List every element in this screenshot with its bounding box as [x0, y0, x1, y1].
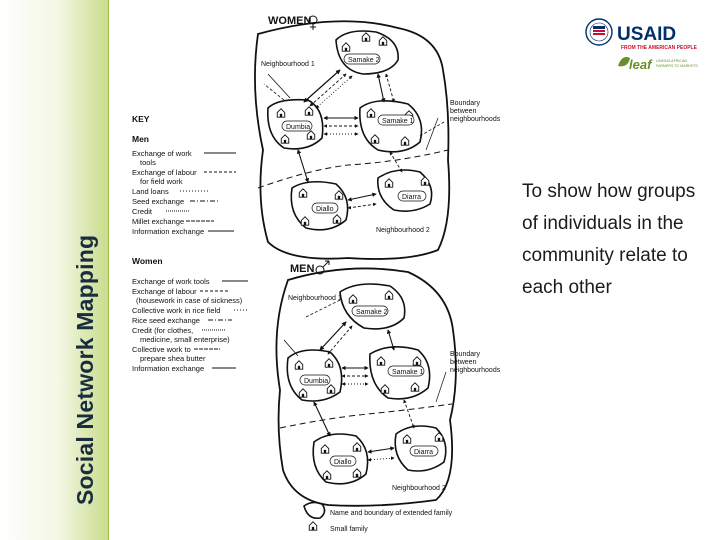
svg-text:Diarra: Diarra: [402, 194, 421, 201]
svg-text:(housework in case of sickness: (housework in case of sickness): [136, 296, 243, 305]
svg-text:Boundary: Boundary: [450, 100, 480, 107]
svg-text:Collective work in rice field: Collective work in rice field: [132, 306, 220, 315]
svg-text:medicine, small enterprise): medicine, small enterprise): [140, 335, 230, 344]
family-samake-1: [359, 100, 423, 153]
svg-text:Small family: Small family: [330, 526, 368, 533]
women-neighbourhood-boundary: [257, 149, 449, 189]
svg-text:Women: Women: [132, 256, 163, 266]
women-network-map: WOMEN Samake 2 Dumbia Samake 1 Diarra Di…: [254, 15, 501, 260]
svg-text:Neighbourhood 1: Neighbourhood 1: [261, 61, 315, 68]
svg-text:Credit (for clothes,: Credit (for clothes,: [132, 326, 193, 335]
svg-text:Name and boundary of extended: Name and boundary of extended family: [330, 510, 453, 517]
women-outward-lines: [263, 73, 445, 137]
svg-text:prepare shea butter: prepare shea butter: [140, 354, 206, 363]
svg-text:Samake 1: Samake 1: [382, 118, 414, 125]
slide-description: To show how groups of individuals in the…: [522, 181, 696, 298]
men-neighbourhood-boundary: [279, 403, 453, 429]
women-title: WOMEN: [268, 15, 311, 27]
svg-text:Seed exchange: Seed exchange: [132, 197, 184, 206]
svg-text:Credit: Credit: [132, 207, 153, 216]
svg-text:Neighbourhood 2: Neighbourhood 2: [392, 485, 446, 492]
women-exchange-lines: [296, 69, 403, 210]
family-samake-2: [335, 30, 399, 75]
men-family-diallo: [312, 433, 369, 485]
leaf-logotype: leaf: [629, 57, 653, 72]
svg-text:Land loans: Land loans: [132, 187, 169, 196]
svg-text:neighbourhoods: neighbourhoods: [450, 116, 501, 123]
svg-text:Diallo: Diallo: [334, 459, 352, 466]
svg-text:Samake 1: Samake 1: [392, 369, 424, 376]
svg-text:Boundary: Boundary: [450, 351, 480, 358]
svg-text:Collective work to: Collective work to: [132, 345, 191, 354]
hut-icon: [308, 521, 318, 531]
svg-text:FARMERS TO MARKETS: FARMERS TO MARKETS: [656, 64, 698, 68]
svg-text:LINKING AFRICAN: LINKING AFRICAN: [656, 59, 687, 63]
family-boundary-legend-icon: [303, 501, 326, 520]
svg-text:Exchange of labour: Exchange of labour: [132, 168, 197, 177]
men-community-boundary: [275, 267, 457, 507]
social-network-diagram: WOMEN Samake 2 Dumbia Samake 1 Diarra Di…: [132, 15, 501, 533]
diagram-key: KEY Men Exchange of work tools Exchange …: [132, 114, 248, 373]
svg-text:Diarra: Diarra: [414, 449, 433, 456]
svg-text:Dumbia: Dumbia: [286, 124, 310, 131]
svg-text:Exchange of labour: Exchange of labour: [132, 287, 197, 296]
svg-text:neighbourhoods: neighbourhoods: [450, 367, 501, 374]
svg-text:Dumbia: Dumbia: [304, 378, 328, 385]
svg-text:Millet exchange: Millet exchange: [132, 217, 184, 226]
svg-text:FROM THE AMERICAN PEOPLE: FROM THE AMERICAN PEOPLE: [621, 45, 698, 51]
men-exchange-lines: [313, 321, 415, 462]
svg-text:for field work: for field work: [140, 177, 183, 186]
svg-text:Men: Men: [132, 134, 149, 144]
usaid-logotype: USAID: [617, 24, 676, 45]
women-key-line-samples: [194, 280, 248, 369]
men-family-samake-2: [339, 283, 406, 330]
usaid-leaf-logo: USAID FROM THE AMERICAN PEOPLE leaf LINK…: [585, 18, 698, 72]
sidebar-band: [0, 0, 109, 540]
men-outward-lines: [283, 299, 341, 357]
leaf-icon: [618, 57, 630, 67]
svg-text:Exchange of work tools: Exchange of work tools: [132, 277, 210, 286]
svg-text:tools: tools: [140, 158, 156, 167]
women-community-boundary: [254, 20, 451, 260]
family-dumbia: [267, 98, 324, 150]
men-title: MEN: [290, 263, 315, 275]
svg-text:Rice seed exchange: Rice seed exchange: [132, 316, 200, 325]
svg-text:Information exchange: Information exchange: [132, 227, 204, 236]
svg-text:Information exchange: Information exchange: [132, 364, 204, 373]
men-network-map: MEN Samake 2 Dumbia Samake 1 Diarra Dial…: [275, 260, 501, 507]
male-symbol-icon: [315, 265, 325, 275]
svg-text:KEY: KEY: [132, 114, 150, 124]
svg-text:Neighbourhood 2: Neighbourhood 2: [376, 227, 430, 234]
svg-text:between: between: [450, 108, 477, 115]
men-family-dumbia: [286, 349, 343, 402]
svg-text:Exchange of work: Exchange of work: [132, 149, 192, 158]
family-diarra: [377, 169, 433, 212]
men-key-line-samples: [166, 152, 236, 232]
svg-text:Diallo: Diallo: [316, 206, 334, 213]
svg-text:between: between: [450, 359, 477, 366]
men-family-samake-1: [369, 346, 431, 400]
svg-text:Samake 2: Samake 2: [348, 57, 380, 64]
family-legend: Name and boundary of extended family Sma…: [303, 501, 453, 533]
slide-side-title: Social Network Mapping: [72, 234, 98, 505]
men-family-diarra: [394, 425, 447, 472]
svg-text:Neighbourhood 1: Neighbourhood 1: [288, 295, 342, 302]
svg-text:Samake 2: Samake 2: [356, 309, 388, 316]
family-diallo: [290, 180, 349, 231]
